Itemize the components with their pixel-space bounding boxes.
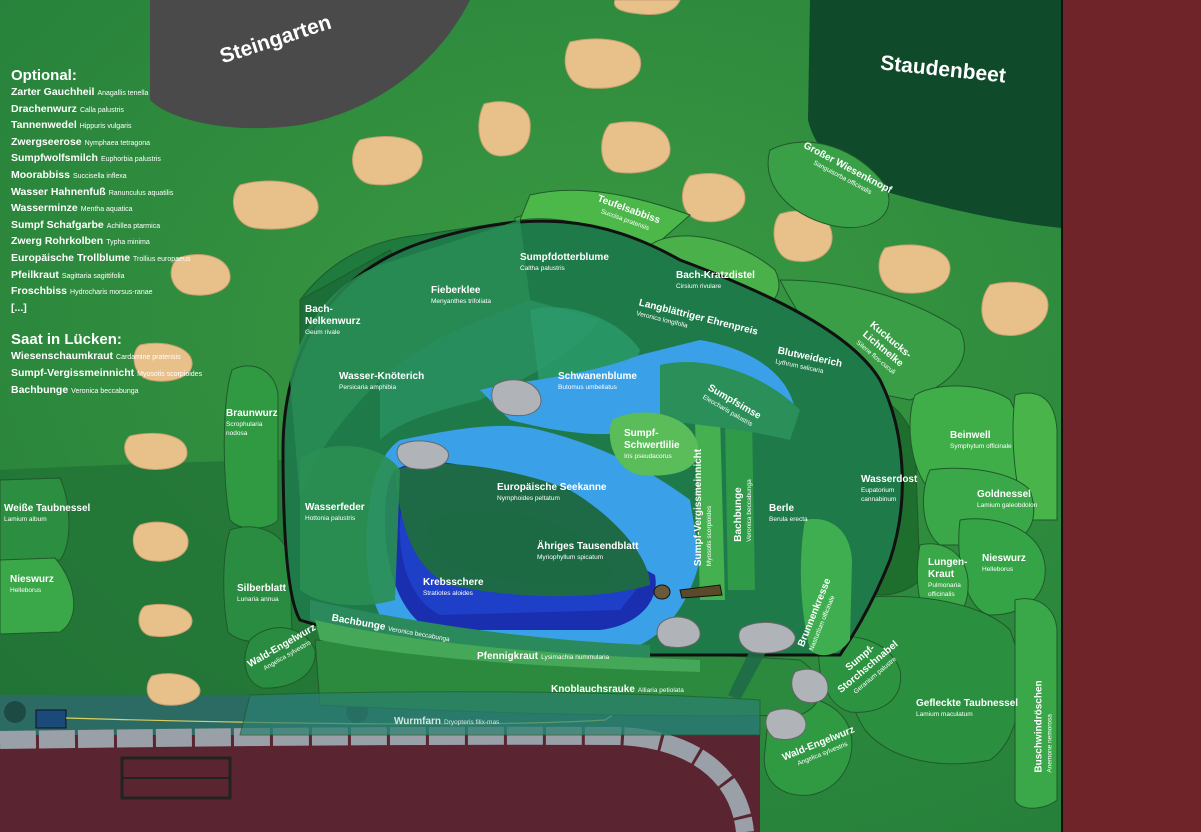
legend-item-name: Sumpf-Vergissmeinnicht [11,366,135,379]
legend-item-latin: Typha minima [106,239,150,247]
legend-item-name: Pfeilkraut [11,268,59,281]
rocks [396,379,829,740]
optional-title: Optional: [11,67,77,84]
shrub [4,701,26,723]
legend-item-name: Tannenwedel [11,119,77,132]
legend-item-latin: Ranunculus aquatilis [108,189,174,197]
legend-item-latin: Sagittaria sagittifolia [61,272,125,280]
legend-item-name: Moorabbiss [11,168,70,181]
legend-item-latin: Hippuris vulgaris [79,123,132,131]
border-wall [1062,0,1201,832]
legend-item-name: Froschbiss [11,285,68,298]
legend-item-latin: Calla palustris [79,106,124,114]
legend-item-latin: Euphorbia palustris [100,156,161,164]
legend-item-name: Zarter Gauchheil [11,86,95,98]
legend-item-name: Drachenwurz [11,102,77,115]
legend-item-name: [...] [11,301,27,314]
legend-item-name: Bachbunge [11,383,69,396]
stepping-stones [124,0,1049,706]
legend-item-name: Wasser Hahnenfuß [11,185,106,198]
stone-edging [0,726,754,832]
legend-item-name: Sumpfwolfsmilch [11,152,98,165]
legend-item-latin: Veronica beccabunga [71,387,139,395]
pump-box [35,709,67,729]
legend-item-latin: Trollius europaeus [133,255,191,263]
steingarten-area [150,0,470,129]
legend-item-latin: Myosotis scorpioides [137,370,203,378]
gaps-title: Saat in Lücken: [11,331,122,349]
legend-item-name: Europäische Trollblume [11,251,131,264]
legend-item-latin: Achillea ptarmica [106,222,161,230]
legend-item-name: Wiesenschaumkraut [11,350,114,363]
legend-item-name: Zwergseerose [11,135,82,148]
legend-item-name: Zwerg Rohrkolben [11,235,104,248]
legend-item-latin: Hydrocharis morsus-ranae [70,289,153,297]
legend-item-latin: Nymphaea tetragona [84,139,151,147]
legend-item-latin: Anagallis tenella [97,90,149,97]
legend-item-latin: Mentha aquatica [80,206,133,214]
legend-item-latin: Succisella inflexa [72,172,127,180]
patio [0,735,760,832]
legend-item-latin: Cardamine pratensis [116,354,181,362]
legend-item-name: Sumpf Schafgarbe [11,218,104,231]
legend-item: [...] [11,301,251,318]
legend-item-name: Wasserminze [11,202,78,215]
